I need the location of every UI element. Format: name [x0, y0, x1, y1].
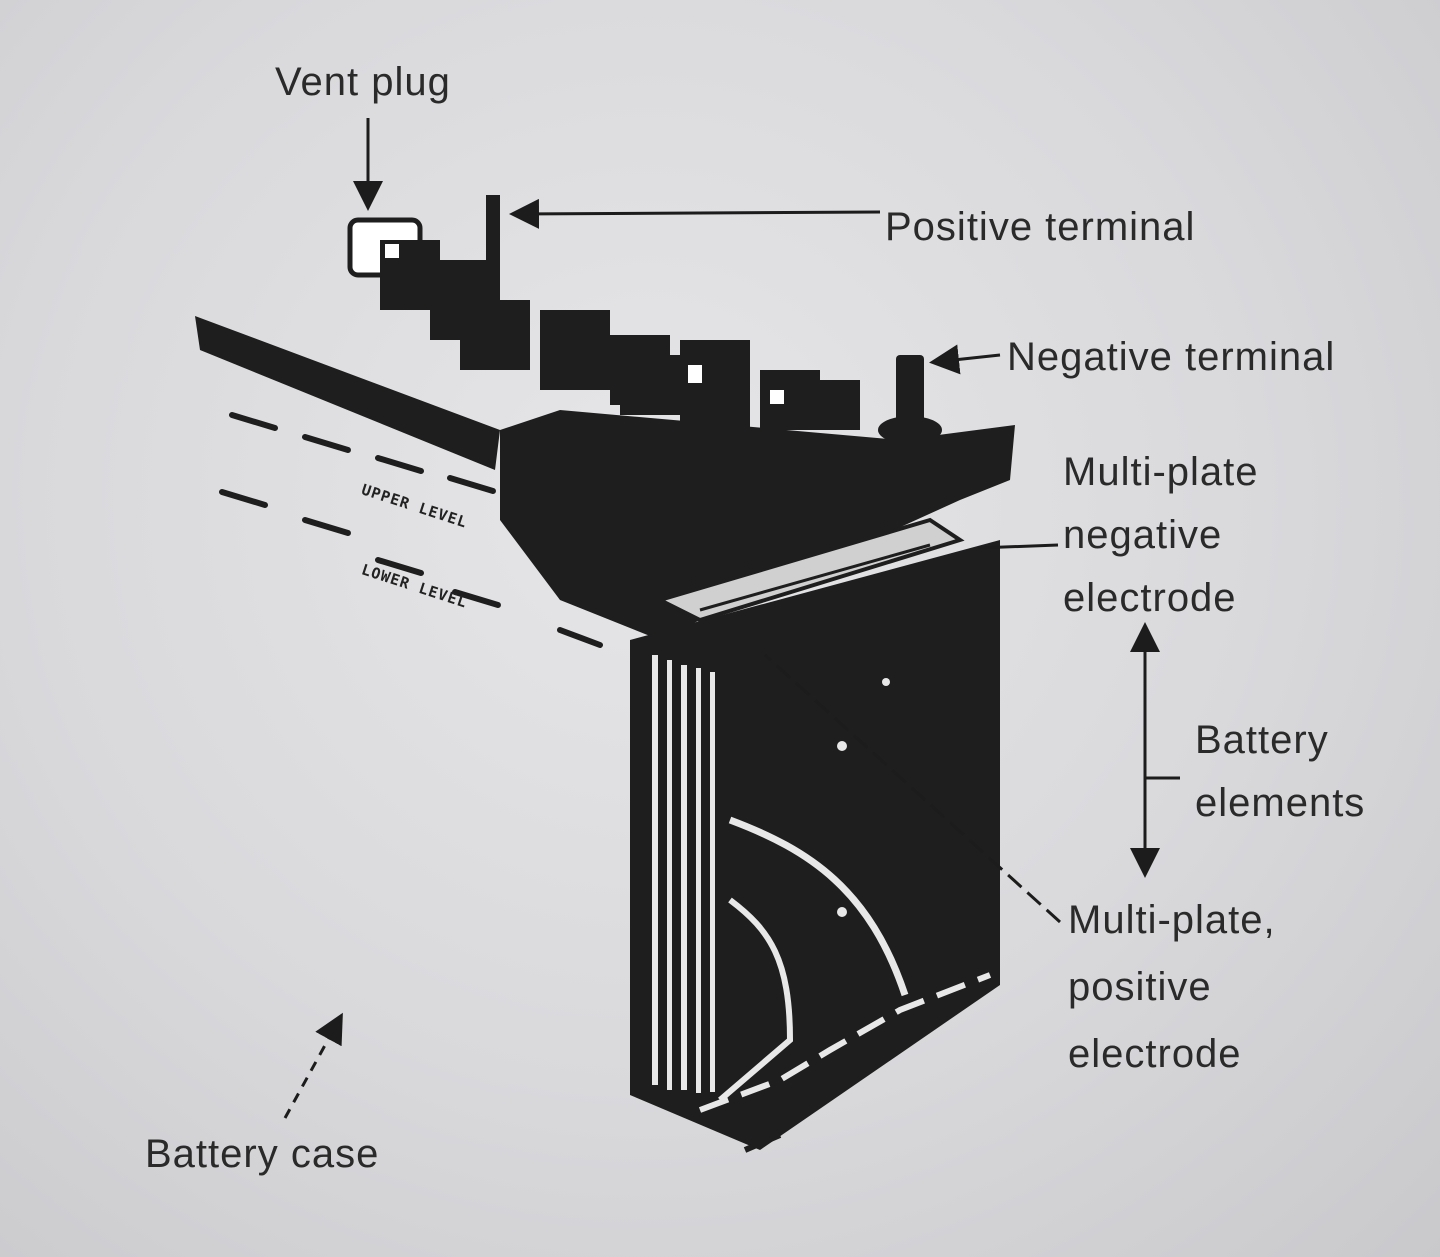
negative-electrode-leader [977, 543, 1059, 550]
positive-terminal-leader [509, 198, 881, 229]
negative-electrode-line-2: negative [1063, 513, 1223, 557]
negative-terminal-label: Negative terminal [1007, 335, 1336, 379]
battery-elements-line-1: Battery [1195, 718, 1329, 762]
lower-level-dashes [219, 489, 603, 648]
battery-case-arrow [283, 1012, 343, 1119]
positive-electrode-line-3: electrode [1068, 1032, 1242, 1076]
upper-level-dashes [229, 412, 496, 494]
leader-lines [283, 118, 1180, 1119]
negative-terminal-leader [929, 344, 1001, 375]
battery-case-label: Battery case [145, 1132, 380, 1176]
battery-elements-line-2: elements [1195, 781, 1366, 825]
case-rim [195, 316, 500, 470]
vent-plug-label: Vent plug [275, 60, 451, 104]
positive-electrode-leader [763, 653, 1062, 924]
cell-cover [500, 410, 1015, 640]
positive-electrode-line-1: Multi-plate, [1068, 898, 1276, 942]
positive-terminal-label: Positive terminal [885, 205, 1196, 249]
negative-electrode-line-1: Multi-plate [1063, 450, 1259, 494]
electrode-block [630, 540, 1000, 1153]
positive-electrode-line-2: positive [1068, 965, 1212, 1009]
vent-plugs [347, 217, 860, 430]
negative-electrode-line-3: electrode [1063, 576, 1237, 620]
positive-terminal-post [486, 195, 500, 270]
